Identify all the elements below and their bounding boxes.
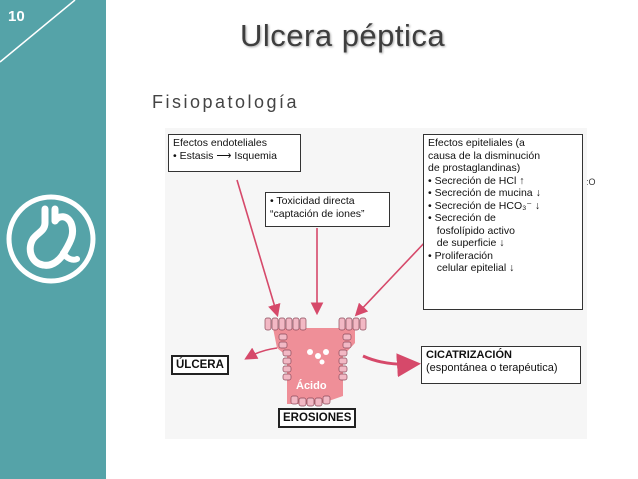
label-acid: Ácido (296, 380, 327, 392)
box-direct-toxicity: • Toxicidad directa “captación de iones” (265, 192, 390, 227)
box-endothelial-effects: Efectos endoteliales • Estasis ⟶ Isquemi… (168, 134, 301, 172)
stomach-icon (6, 194, 96, 284)
toxicity-line-2: “captación de iones” (270, 207, 365, 220)
pathophysiology-figure: Efectos endoteliales • Estasis ⟶ Isquemi… (165, 128, 587, 439)
epithelial-line: celular epitelial ↓ (428, 262, 515, 274)
corner-diagonal (0, 0, 76, 63)
label-ulcer: ÚLCERA (171, 355, 229, 375)
arrow-endothelial (236, 179, 281, 318)
slide-title: Ulcera péptica (240, 18, 446, 53)
label-erosions: EROSIONES (278, 408, 357, 428)
epithelial-line: • Proliferación (428, 249, 493, 262)
epithelial-cells (264, 317, 367, 407)
arrow-epithelial (354, 239, 428, 317)
arrow-healing (362, 353, 421, 378)
figure-arrows (236, 179, 428, 407)
arrow-ulcer (244, 347, 278, 360)
epithelial-line: • Secreción de mucina ↓ (428, 187, 541, 199)
stray-text: :O (586, 177, 596, 187)
endothelial-title: Efectos endoteliales (173, 137, 267, 149)
epithelial-line: • Secreción de HCO₃⁻ ↓ (428, 199, 541, 212)
epithelial-line: fosfolípido activo (428, 224, 515, 237)
toxicity-line-1: • Toxicidad directa (270, 195, 355, 207)
acid-drops (307, 349, 329, 365)
epithelial-line: • Secreción de (428, 212, 496, 224)
epithelial-line: causa de la disminución (428, 149, 541, 162)
box-healing: CICATRIZACIÓN (espontánea o terapéutica) (421, 346, 581, 384)
slide-subtitle: Fisiopatología (152, 92, 300, 112)
sidebar-band: 10 (0, 0, 106, 479)
tissue-crater (273, 328, 355, 404)
slide-number: 10 (8, 8, 25, 25)
epithelial-line: Efectos epiteliales (a (428, 137, 525, 149)
endothelial-item: • Estasis ⟶ Isquemia (173, 149, 277, 162)
healing-title: CICATRIZACIÓN (426, 349, 512, 361)
epithelial-line: de superficie ↓ (428, 237, 505, 249)
arrow-right-icon: ⟶ (216, 149, 232, 162)
healing-subtitle: (espontánea o terapéutica) (426, 361, 558, 374)
epithelial-line: de prostaglandinas) (428, 162, 521, 174)
epithelial-line: • Secreción de HCl ↑ (428, 174, 525, 187)
